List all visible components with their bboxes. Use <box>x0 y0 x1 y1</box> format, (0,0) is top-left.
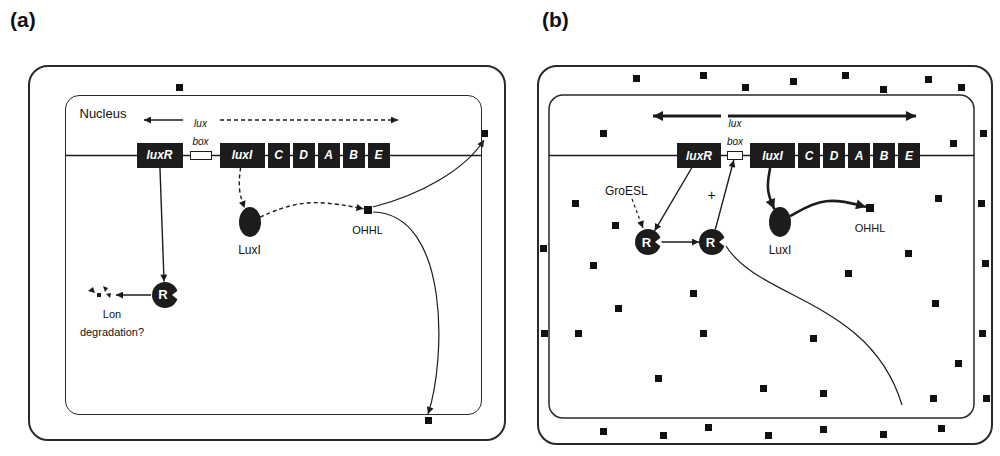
connector-arrow <box>768 168 774 209</box>
nucleus-region: Nucleus luxR lux box luxI C D A B E LuxI OHHL R <box>65 95 482 415</box>
gene-box: A <box>848 143 870 168</box>
edge-label: + <box>705 187 717 203</box>
label-holder: OHHL <box>352 220 383 238</box>
panel-letter: (b) <box>542 8 569 31</box>
lux-box-site: lux box <box>190 151 212 160</box>
gene-name: C <box>274 148 283 162</box>
label-holder: LuxI <box>769 240 792 258</box>
gene-box: C <box>268 143 290 168</box>
annotation-text: GroESL <box>605 184 648 198</box>
binding-notch <box>655 237 662 247</box>
label-holder: + <box>705 186 717 204</box>
gene-name: A <box>324 148 333 162</box>
annotation-text: Lon degradation? <box>80 308 144 338</box>
binding-notch <box>172 290 179 300</box>
protein-label: LuxI <box>238 243 261 257</box>
connector-arrow <box>160 168 164 282</box>
region-label: Nucleus <box>80 106 127 121</box>
connector-arrow <box>260 203 363 217</box>
luxr-protein: R <box>699 229 725 255</box>
label-holder: GroESL <box>605 181 648 199</box>
gene-name: A <box>855 149 864 163</box>
gene-name: B <box>349 148 358 162</box>
gene-box: B <box>343 143 365 168</box>
ohhl-molecule: OHHL <box>364 206 372 214</box>
protein-label: R <box>642 235 651 250</box>
gene-box: E <box>898 143 920 168</box>
gene-box: luxI <box>220 143 265 168</box>
luxr-protein: R <box>635 229 661 255</box>
label-holder: LuxI <box>238 240 261 258</box>
gene-name: luxI <box>232 148 253 162</box>
transcription-arrow <box>728 115 916 118</box>
label-holder: OHHL <box>855 218 886 236</box>
binding-notch <box>719 237 726 247</box>
ellipse-shape <box>239 207 261 237</box>
label-holder: lux box <box>727 113 743 149</box>
gene-name: C <box>805 149 814 163</box>
diffusion-arrow <box>373 212 439 414</box>
protein-label: LuxI <box>769 243 792 257</box>
luxi-protein: LuxI <box>769 207 791 237</box>
cell-outline: (b)luxRlux boxluxICDABERRLuxIOHHL <box>537 65 993 445</box>
connector-arrow <box>661 241 699 242</box>
ellipse-shape <box>769 207 791 237</box>
ellipse-shape <box>769 207 791 237</box>
degradation-arrow <box>116 294 151 296</box>
molecule-label: OHHL <box>855 222 886 234</box>
site-label: lux box <box>727 118 743 147</box>
binding-line <box>726 246 902 405</box>
gene-box: luxR <box>677 143 721 168</box>
ellipse-shape <box>239 207 261 237</box>
gene-box: E <box>368 143 390 168</box>
gene-box: D <box>293 143 315 168</box>
lux-box-site: lux box <box>727 151 743 160</box>
label-holder: lux box <box>192 113 208 149</box>
transcription-arrow <box>220 119 398 121</box>
diffusion-arrow <box>373 140 484 207</box>
gene-name: luxI <box>762 149 783 163</box>
gene-name: B <box>880 149 889 163</box>
protein-debris <box>88 286 111 298</box>
circle-shape <box>152 282 178 308</box>
connector-arrow <box>715 160 733 229</box>
gene-name: D <box>299 148 308 162</box>
gene-name: luxR <box>686 149 712 163</box>
label-holder: Lon degradation? <box>72 304 152 340</box>
gene-box: luxR <box>137 143 183 168</box>
molecule-label: OHHL <box>352 224 383 236</box>
label-holder: Nucleus <box>80 104 127 122</box>
cell-outline: (a)NucleusluxRlux boxluxICDABELuxIOHHLR <box>28 65 506 441</box>
gene-box: luxI <box>750 143 795 168</box>
gene-box: C <box>798 143 820 168</box>
ohhl-molecules <box>176 84 488 424</box>
gene-box: B <box>873 143 895 168</box>
chaperone-arrow <box>632 199 643 228</box>
connector-arrow <box>239 168 244 209</box>
label-holder: (a) <box>10 8 36 32</box>
gene-name: E <box>905 149 913 163</box>
luxr-protein: R <box>152 282 178 308</box>
protein-label: R <box>158 287 167 302</box>
gene-name: luxR <box>146 148 172 162</box>
ohhl-molecule: OHHL <box>866 204 874 212</box>
label-holder: (b) <box>542 8 569 32</box>
panel-letter: (a) <box>10 8 36 31</box>
gene-name: E <box>374 148 382 162</box>
gene-box: A <box>318 143 340 168</box>
site-label: lux box <box>192 118 208 147</box>
connector-arrow <box>790 201 866 216</box>
gene-name: D <box>830 149 839 163</box>
protein-label: R <box>706 235 715 250</box>
circle-shape <box>699 229 725 255</box>
transcription-arrow <box>144 119 183 121</box>
gene-box: D <box>823 143 845 168</box>
luxi-protein: LuxI <box>239 207 261 237</box>
ohhl-molecules <box>540 72 990 439</box>
connector-arrow <box>655 168 692 231</box>
transcription-arrow <box>653 115 721 118</box>
circle-shape <box>635 229 661 255</box>
